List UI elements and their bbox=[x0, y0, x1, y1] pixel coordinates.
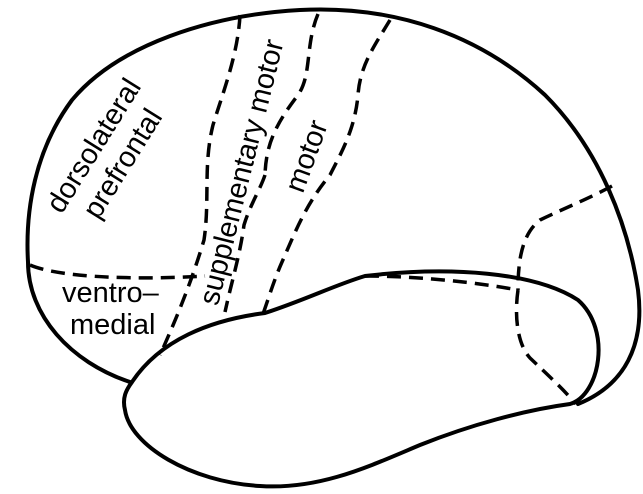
motor-label-group: motor bbox=[279, 116, 335, 197]
boundary-supplementary-motor-upper bbox=[263, 13, 320, 176]
ventromedial-label-line1: ventro– bbox=[62, 277, 160, 309]
boundary-supplementary-motor-lower bbox=[223, 174, 267, 313]
brain-outline bbox=[25, 7, 642, 406]
boundary-occipital-lower bbox=[514, 289, 578, 406]
boundary-sylvian bbox=[364, 274, 519, 292]
motor-label: motor bbox=[279, 116, 335, 197]
ventromedial-label-line2: medial bbox=[70, 309, 155, 341]
temporal-lobe-outline bbox=[121, 269, 601, 489]
boundary-dlpfc-ventromedial bbox=[29, 263, 206, 280]
dorsolateral-prefrontal-label: dorsolateral prefrontal bbox=[40, 73, 169, 224]
boundary-occipital-upper bbox=[516, 184, 613, 291]
boundary-prefrontal-supplementary bbox=[158, 14, 242, 356]
boundary-motor-posterior bbox=[261, 19, 392, 315]
